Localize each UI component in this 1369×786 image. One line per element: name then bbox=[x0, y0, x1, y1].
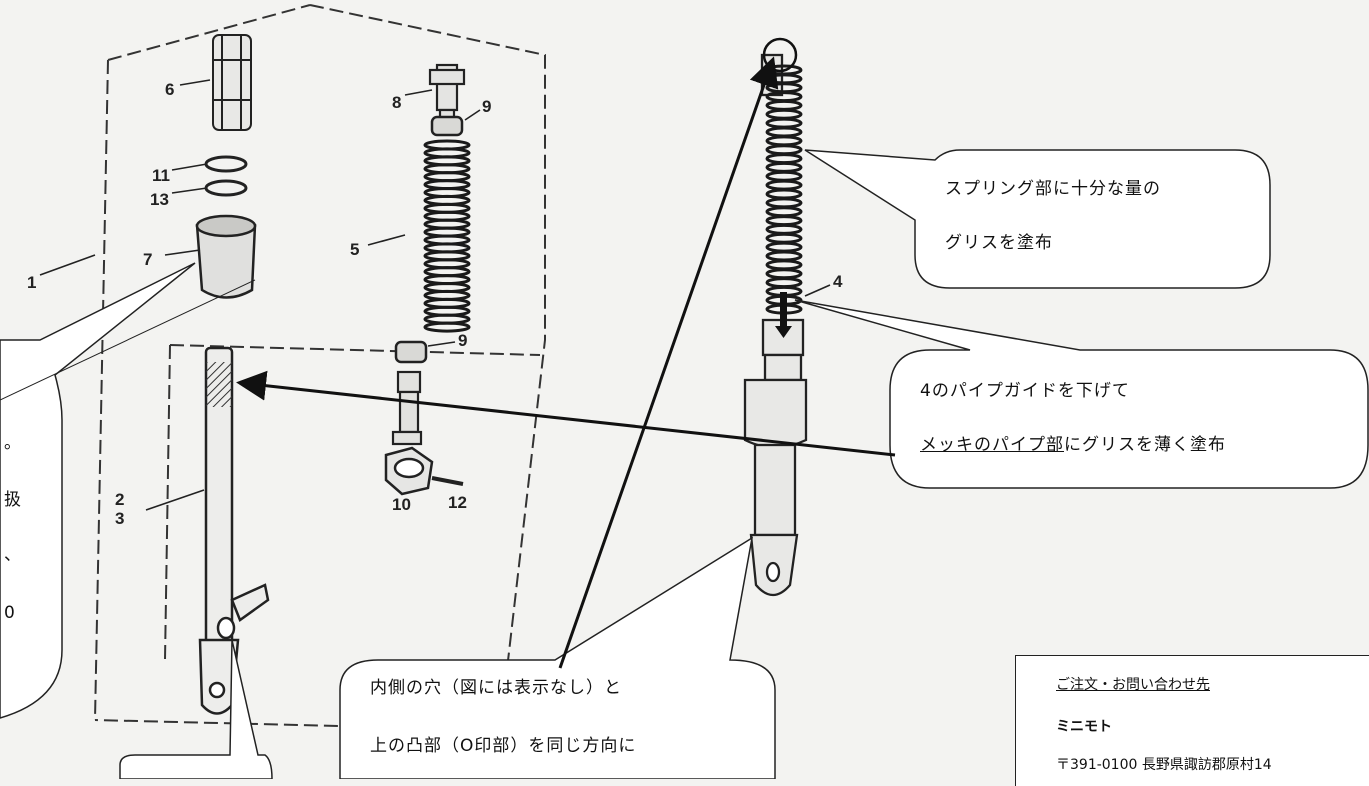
spring-coil bbox=[765, 232, 803, 244]
label-1: 1 bbox=[27, 273, 36, 292]
label-9-bottom: 9 bbox=[458, 331, 467, 350]
spring-coil bbox=[765, 197, 803, 209]
spring-coil bbox=[765, 144, 803, 156]
contact-address: 〒391-0100 長野県諏訪郡原村14 bbox=[1056, 757, 1272, 773]
callout-left-line1: 。 bbox=[4, 433, 22, 453]
part-7-dust-cap bbox=[195, 214, 257, 299]
label-10: 10 bbox=[392, 495, 411, 514]
callout-left-line4: 0 bbox=[4, 603, 16, 623]
part-number-labels: 6 11 13 7 1 2 3 8 9 5 9 10 12 4 bbox=[27, 80, 843, 528]
spring-coil bbox=[765, 223, 803, 235]
spring-coil bbox=[765, 259, 803, 271]
spring-coil bbox=[765, 250, 803, 262]
spring-coil bbox=[765, 99, 803, 111]
label-7: 7 bbox=[143, 250, 152, 269]
spring-coil bbox=[423, 321, 471, 333]
callout-spring-line1: スプリング部に十分な量の bbox=[945, 179, 1161, 199]
callout-left-line2: 扱 bbox=[4, 490, 22, 510]
spring-coil bbox=[765, 179, 803, 191]
spring-coil bbox=[765, 206, 803, 218]
spring-coil bbox=[765, 161, 803, 173]
spring-coil bbox=[765, 91, 803, 103]
label-2: 2 bbox=[115, 490, 124, 509]
damper-rod bbox=[391, 370, 423, 446]
label-4: 4 bbox=[833, 272, 843, 291]
spring-coil bbox=[765, 135, 803, 147]
spring-coil bbox=[765, 153, 803, 165]
spring-coil bbox=[765, 268, 803, 280]
spring-coil bbox=[765, 215, 803, 227]
contact-company: ミニモト bbox=[1056, 719, 1112, 735]
down-arrow-pipe-guide bbox=[775, 292, 792, 338]
callout-spring-balloon bbox=[804, 149, 1271, 289]
parts-panel-outline bbox=[94, 4, 546, 732]
part-6-bushing bbox=[212, 34, 252, 131]
label-6: 6 bbox=[165, 80, 174, 99]
spring-coil bbox=[765, 277, 803, 289]
top-mark-circle bbox=[762, 37, 798, 73]
callout-left-balloon bbox=[0, 262, 256, 719]
part-10-nut bbox=[384, 446, 434, 496]
part-9-lower-collar bbox=[394, 340, 428, 364]
part-12-pin bbox=[431, 476, 464, 486]
callout-pipe-line2: メッキのパイプ部にグリスを薄く塗布 bbox=[920, 437, 1226, 454]
label-8: 8 bbox=[392, 93, 401, 112]
spring-coil bbox=[765, 117, 803, 129]
label-5: 5 bbox=[350, 240, 359, 259]
part-2-3-inner-tube bbox=[198, 346, 270, 715]
part-9-upper-collar bbox=[430, 115, 464, 137]
callout-pipe-line1: 4のパイプガイドを下げて bbox=[920, 381, 1130, 401]
spring-coil bbox=[765, 170, 803, 182]
spring-coil bbox=[765, 108, 803, 120]
label-11: 11 bbox=[152, 166, 170, 185]
label-3: 3 bbox=[115, 509, 124, 528]
label-9-top: 9 bbox=[482, 97, 491, 116]
spring-coil bbox=[765, 241, 803, 253]
grease-area-hatch bbox=[206, 362, 232, 407]
spring-coil bbox=[765, 188, 803, 200]
callout-hole-line2: 上の凸部（O印部）を同じ方向に bbox=[370, 736, 637, 756]
arrows bbox=[236, 56, 896, 669]
assembled-shock bbox=[743, 53, 808, 597]
leader-lines bbox=[39, 79, 831, 511]
contact-box: ご注文・お問い合わせ先 ミニモト 〒391-0100 長野県諏訪郡原村14 bbox=[1015, 655, 1369, 786]
contact-heading: ご注文・お問い合わせ先 bbox=[1056, 677, 1210, 693]
callout-pipe-rest: にグリスを薄く塗布 bbox=[1064, 435, 1226, 455]
callout-spring-line2: グリスを塗布 bbox=[945, 233, 1053, 253]
label-12: 12 bbox=[448, 493, 467, 512]
assembled-spring bbox=[765, 64, 803, 315]
callout-bottom-left-balloon bbox=[119, 639, 273, 779]
part-5-spring bbox=[423, 139, 471, 333]
callout-hole-balloon bbox=[339, 536, 776, 779]
callout-hole-line1: 内側の穴（図には表示なし）と bbox=[370, 678, 622, 698]
part-11-13-rings bbox=[204, 155, 248, 197]
callout-pipe-balloon bbox=[794, 299, 1369, 489]
callout-left-line3: 、 bbox=[4, 545, 22, 565]
callout-pipe-underlined: メッキのパイプ部 bbox=[920, 435, 1064, 455]
label-13: 13 bbox=[150, 190, 169, 209]
spring-coil bbox=[765, 126, 803, 138]
